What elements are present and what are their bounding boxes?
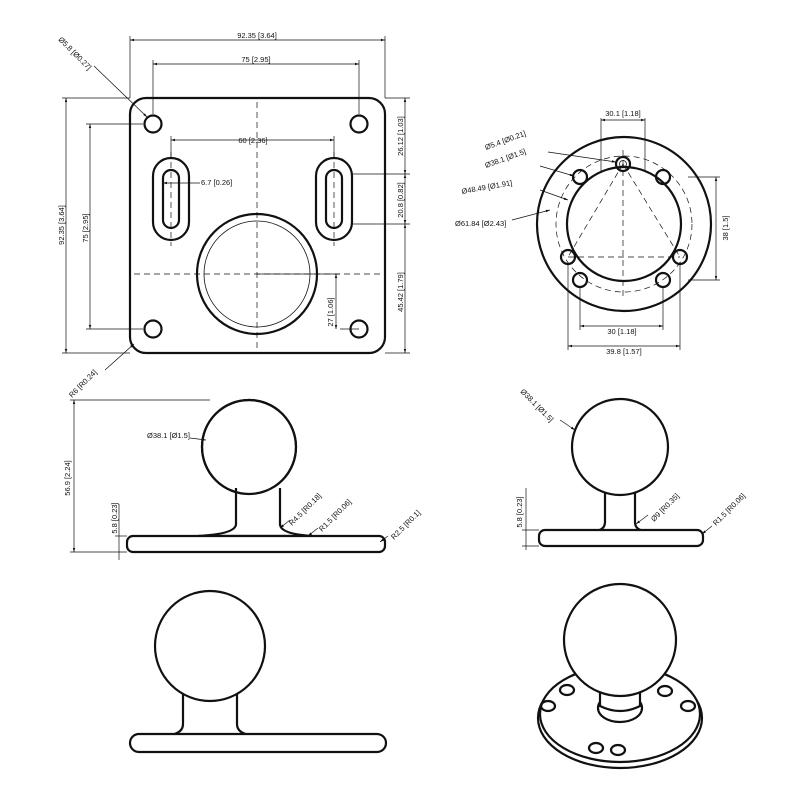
dim-slot-length: 20.8 [0.82] bbox=[396, 182, 405, 217]
dim-side-ball-dia-right: Ø38.1 [Ø1.5] bbox=[519, 387, 556, 424]
dim-corner-radius: R6 [R0.24] bbox=[67, 368, 99, 400]
slot-right-inner bbox=[324, 168, 344, 230]
corner-hole-bl bbox=[143, 319, 163, 339]
plain-hole-1 bbox=[558, 683, 576, 697]
dim-side-ball-dia-left: Ø38.1 [Ø1.5] bbox=[147, 431, 190, 440]
dim-slot-width: 6.7 [0.26] bbox=[201, 178, 232, 187]
dim-side-fillet-left: R1.5 [R0.06] bbox=[317, 497, 353, 533]
round-plate-ring bbox=[565, 165, 683, 283]
dim-square-height: 92.35 [3.64] bbox=[57, 205, 66, 245]
dim-side-height: 56.9 [2.24] bbox=[63, 460, 72, 495]
plain-hole-2 bbox=[539, 699, 557, 713]
dim-round-span: 39.8 [1.57] bbox=[606, 347, 641, 356]
dim-round-outer-dia: Ø61.84 [Ø2.43] bbox=[455, 219, 506, 228]
side-view-square-dimensioned: 56.9 [2.24] 5.8 [0.23] Ø38.1 [Ø1.5] R4.5… bbox=[63, 398, 422, 560]
corner-hole-tl bbox=[143, 114, 163, 134]
dim-round-hole-spacing-top: 30.1 [1.18] bbox=[605, 109, 640, 118]
square-plate-outline bbox=[128, 96, 387, 355]
round-hole-ur bbox=[654, 168, 672, 186]
dim-square-width: 92.35 [3.64] bbox=[237, 31, 277, 40]
plain-hole-6 bbox=[609, 743, 627, 757]
dim-round-hole-spacing-side: 38 [1.5] bbox=[721, 215, 730, 240]
dim-side-neck-radius: R4.5 [R0.18] bbox=[287, 491, 323, 527]
round-hole-ul bbox=[571, 168, 589, 186]
dim-square-hole-spacing-top: 75 [2.95] bbox=[241, 55, 270, 64]
plain-hole-3 bbox=[656, 684, 674, 698]
round-plate-outer bbox=[535, 135, 713, 313]
side-ball-right bbox=[570, 397, 670, 497]
dim-slot-spacing: 60 [2.36] bbox=[238, 136, 267, 145]
plain-ball-right bbox=[562, 582, 678, 698]
dim-side-plate-thickness-right: 5.8 [0.23] bbox=[515, 496, 524, 527]
square-plate-top-view: 92.35 [3.64] 75 [2.95] 60 [2.36] 6.7 [0.… bbox=[57, 31, 410, 399]
plain-ball-left bbox=[153, 589, 267, 703]
side-view-square-plain bbox=[128, 589, 388, 754]
plain-hole-4 bbox=[679, 699, 697, 713]
corner-hole-tr bbox=[349, 114, 369, 134]
plain-plate-left bbox=[128, 732, 388, 754]
dim-round-hole-spacing-bottom: 30 [1.18] bbox=[607, 327, 636, 336]
dim-top-to-slot: 26.12 [1.03] bbox=[396, 116, 405, 156]
perspective-round-plain bbox=[536, 582, 704, 770]
plain-hole-5 bbox=[587, 741, 605, 755]
dim-round-bolt-circle: Ø48.49 [Ø1.91] bbox=[461, 178, 513, 196]
side-plate-left bbox=[125, 534, 387, 554]
dim-center-to-bottom: 45.42 [1.79] bbox=[396, 272, 405, 312]
dim-center-to-hole: 27 [1.06] bbox=[326, 297, 335, 326]
round-bolt-circle bbox=[555, 155, 693, 293]
dim-side-edge-radius: R2.5 [R0.1] bbox=[389, 508, 422, 541]
round-plate-top-view: 30.1 [1.18] 38 [1.5] 30 [1.18] 39.8 [1.5… bbox=[455, 109, 730, 356]
dim-side-neck-dia: Ø9 [R0.35] bbox=[649, 491, 681, 523]
dim-side-plate-thickness-left: 5.8 [0.23] bbox=[110, 502, 119, 533]
round-hole-bl bbox=[571, 271, 589, 289]
dim-square-hole-dia: Ø5.8 [Ø0.27] bbox=[57, 35, 94, 72]
side-view-round-dimensioned: 5.8 [0.23] Ø38.1 [Ø1.5] Ø9 [R0.35] R1.5 … bbox=[515, 387, 747, 550]
side-plate-right bbox=[537, 528, 705, 548]
dim-side-fillet-right: R1.5 [R0.06] bbox=[711, 491, 747, 527]
slot-left-inner bbox=[161, 168, 181, 230]
dim-square-hole-spacing-side: 75 [2.95] bbox=[81, 213, 90, 242]
